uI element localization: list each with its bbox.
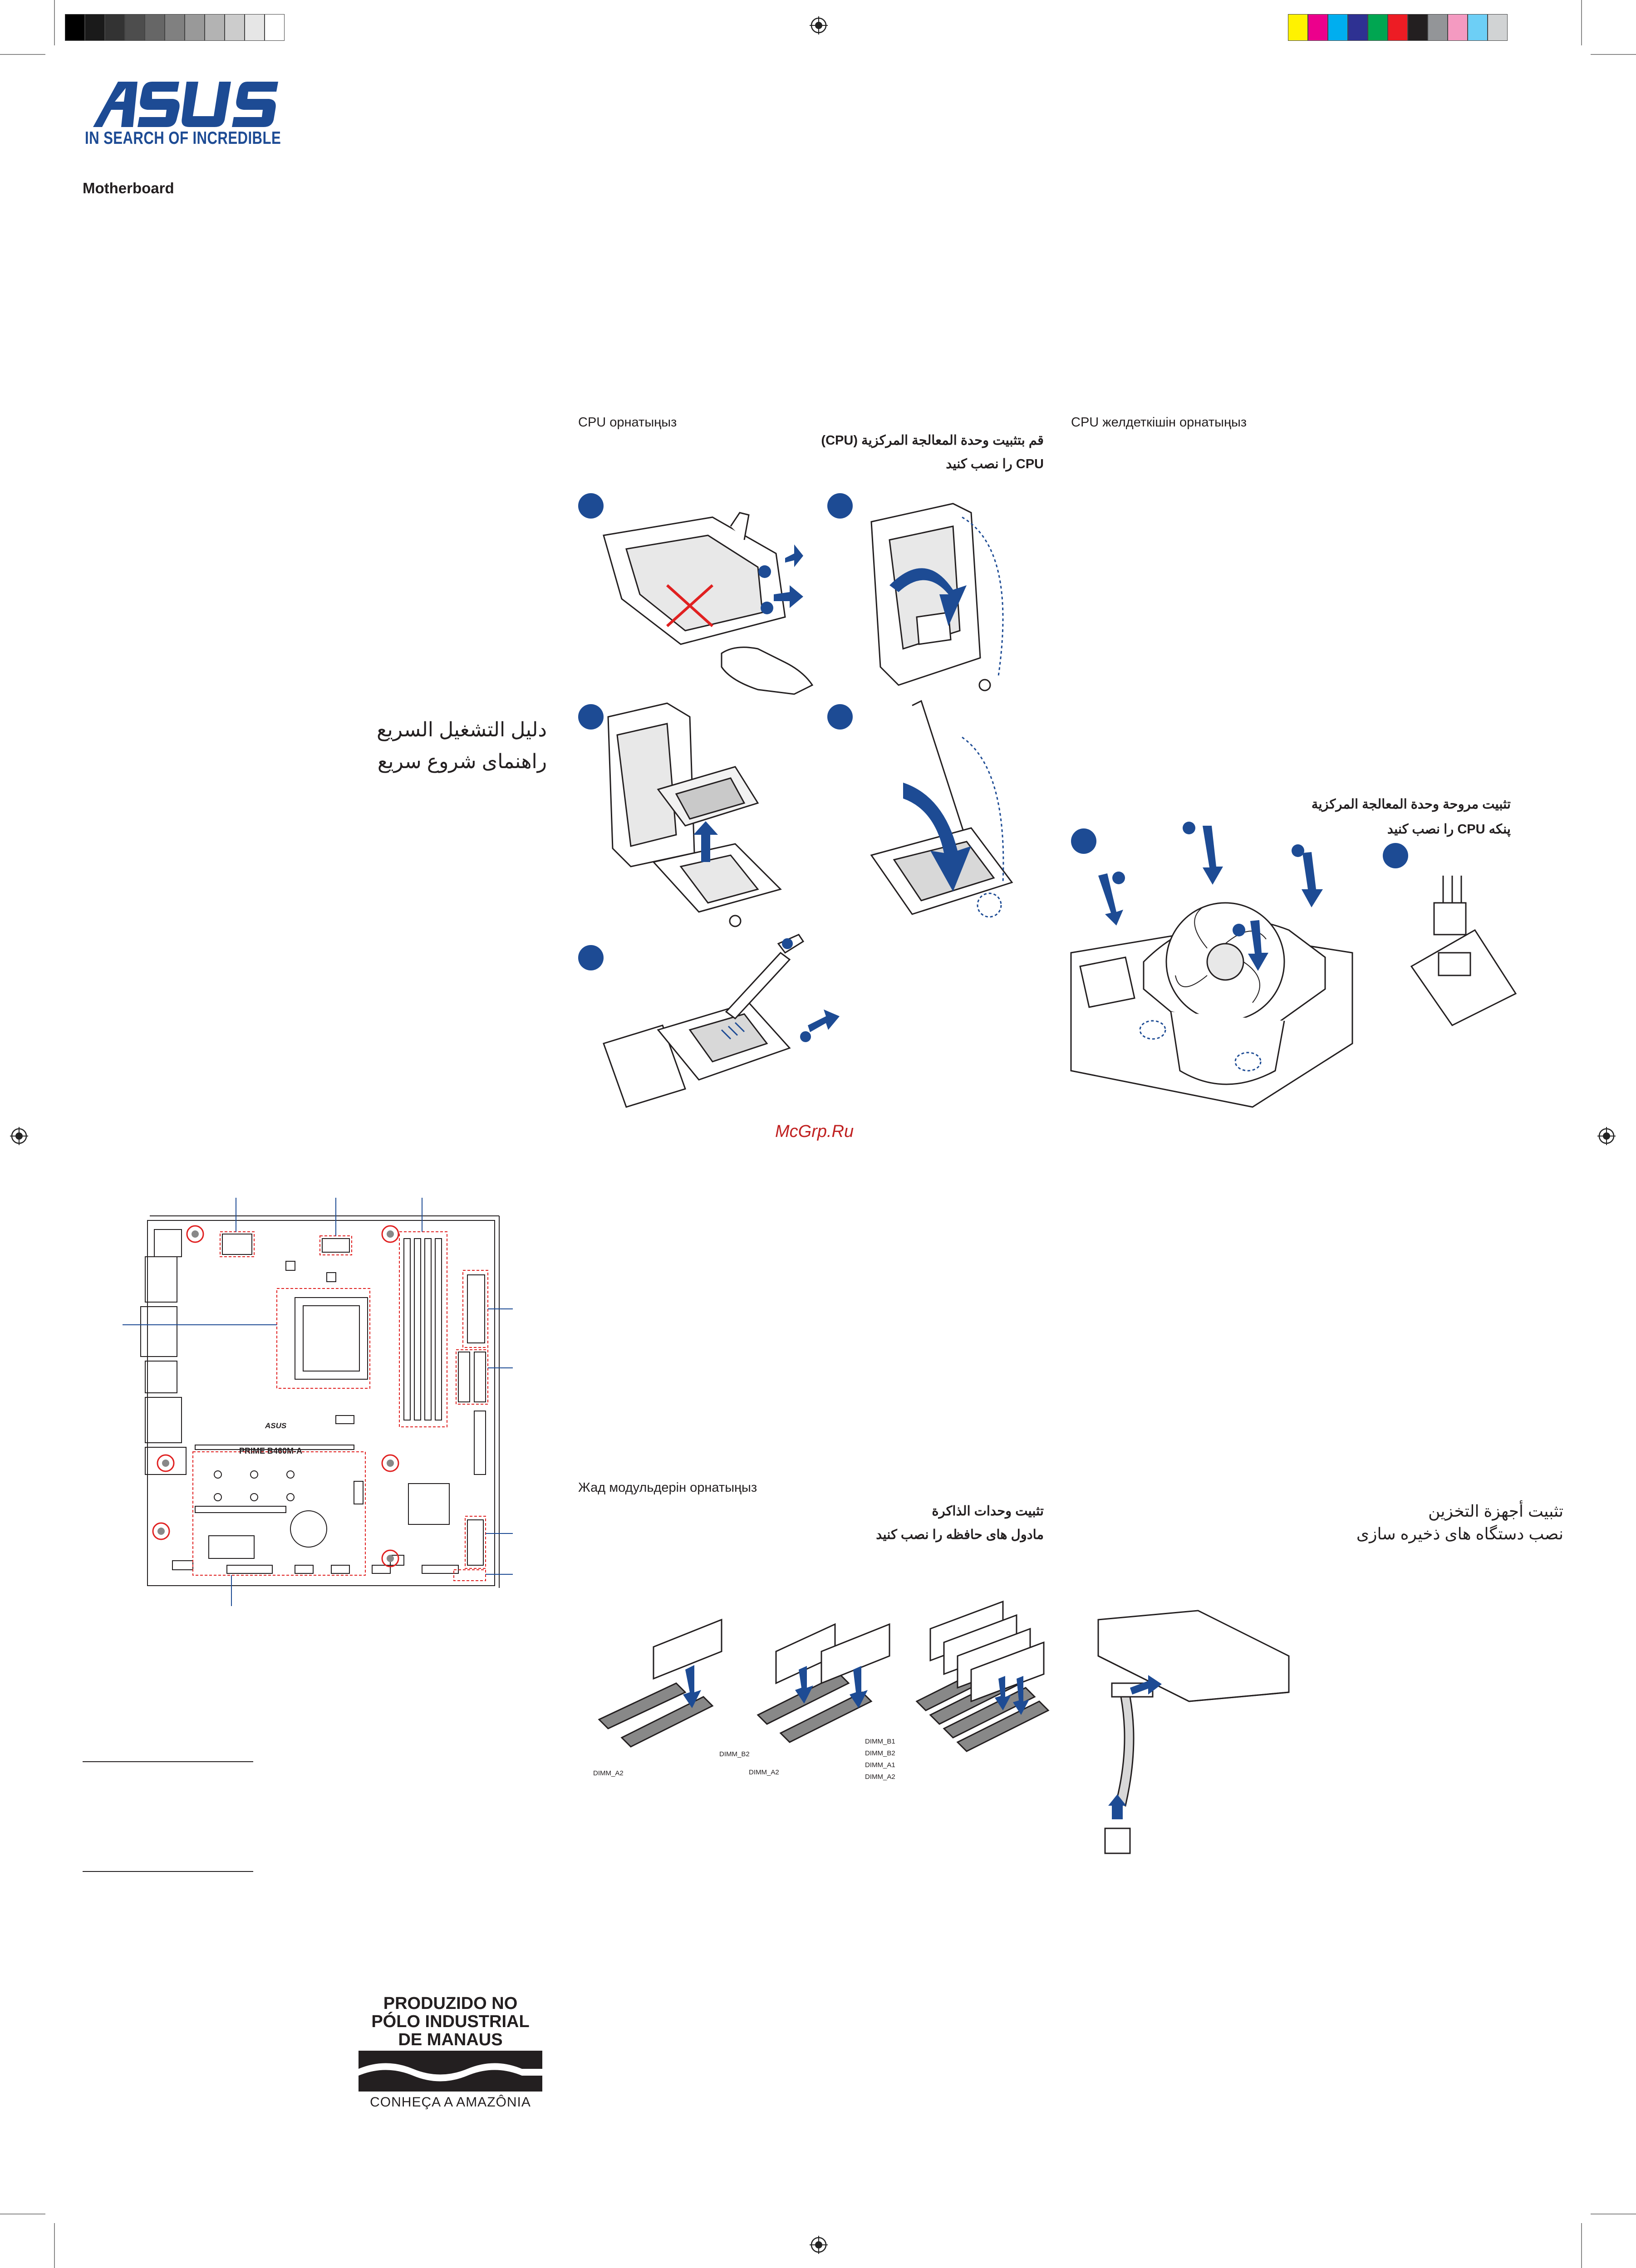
cooler-section-persian: پنکه CPU را نصب كنيد <box>1387 822 1511 837</box>
memory-section-persian: مادول های حافظه را نصب كنيد <box>876 1528 1044 1542</box>
registration-mark-bottom <box>810 2236 828 2254</box>
title-persian: راهنمای شروع سریع <box>377 750 547 773</box>
cooler-step-2-illustration <box>1410 876 1517 1026</box>
cpu-step-5-marker <box>578 945 604 970</box>
dimm-label-dual-a2: DIMM_A2 <box>749 1768 779 1776</box>
cpu-step-2-illustration <box>870 503 1004 691</box>
cpu-step-1-illustration <box>603 512 814 695</box>
manaus-seal-line3: DE MANAUS <box>398 2030 503 2049</box>
note-line-1 <box>83 1761 253 1762</box>
color-swatch <box>1388 14 1408 41</box>
cooler-step-2-marker <box>1383 843 1408 868</box>
note-line-2 <box>83 1871 253 1872</box>
cpu-step-3-illustration <box>607 702 782 927</box>
cpu-step-3-marker <box>578 704 604 730</box>
asus-logo <box>93 82 278 127</box>
watermark: McGrp.Ru <box>775 1122 854 1141</box>
dimm-label-quad-b1: DIMM_B1 <box>865 1738 895 1745</box>
dimm-label-single: DIMM_A2 <box>593 1769 624 1777</box>
color-swatch <box>1468 14 1488 41</box>
memory-quad-illustration <box>915 1600 1050 1752</box>
gray-swatch <box>205 14 225 41</box>
manaus-seal-line4: CONHEÇA A AMAZÔNIA <box>370 2095 531 2110</box>
cpu-step-1-marker <box>578 493 604 519</box>
board-model: PRIME B460M-A <box>239 1446 303 1455</box>
color-swatch <box>1328 14 1348 41</box>
color-swatch <box>1448 14 1468 41</box>
cooler-section-arabic: تثبيت مروحة وحدة المعالجة المركزية <box>1311 797 1511 812</box>
product-label: Motherboard <box>83 180 174 196</box>
gray-swatch <box>265 14 285 41</box>
color-swatch <box>1428 14 1448 41</box>
title-arabic: دليل التشغيل السريع <box>377 719 547 741</box>
dimm-label-quad-a2: DIMM_A2 <box>865 1773 895 1781</box>
dimm-label-quad-a1: DIMM_A1 <box>865 1761 895 1769</box>
dimm-label-quad-b2: DIMM_B2 <box>865 1749 895 1757</box>
motherboard-layout <box>123 1198 513 1606</box>
cpu-step-4-illustration <box>870 700 1013 918</box>
cooler-section-kazakh: CPU желдеткішін орнатыңыз <box>1071 415 1247 430</box>
gray-swatch <box>225 14 245 41</box>
gray-swatch <box>245 14 265 41</box>
gray-swatch <box>65 14 85 41</box>
gray-swatch <box>165 14 185 41</box>
cooler-step-1-illustration <box>1070 822 1353 1108</box>
manaus-seal-line1: PRODUZIDO NO <box>383 1994 518 2013</box>
board-brand: ASUS <box>265 1421 287 1430</box>
gray-swatch <box>145 14 165 41</box>
gray-swatch <box>85 14 105 41</box>
cpu-section-arabic: قم بتثبيت وحدة المعالجة المركزية (CPU) <box>821 433 1044 448</box>
manaus-seal-banner <box>359 2051 542 2092</box>
storage-illustration <box>1097 1610 1290 1854</box>
color-swatch <box>1288 14 1308 41</box>
cpu-step-4-marker <box>827 704 853 730</box>
cpu-section-persian: CPU را نصب كنيد <box>946 457 1044 471</box>
memory-dual-illustration <box>757 1623 890 1743</box>
registration-mark-left <box>10 1127 28 1145</box>
cpu-step-2-marker <box>827 493 853 519</box>
storage-section-persian: نصب دستگاه های ذخیره سازی <box>1356 1524 1563 1543</box>
cooler-step-1-marker <box>1071 828 1096 854</box>
color-swatch <box>1488 14 1508 41</box>
cpu-step-5-illustration <box>603 934 840 1108</box>
color-swatch <box>1308 14 1328 41</box>
registration-mark-right <box>1597 1127 1616 1145</box>
memory-section-arabic: تثبيت وحدات الذاكرة <box>932 1504 1044 1519</box>
color-swatch <box>1348 14 1368 41</box>
memory-single-illustration <box>598 1618 722 1748</box>
color-swatch <box>1408 14 1428 41</box>
cpu-section-kazakh: CPU орнатыңыз <box>578 415 677 430</box>
gray-swatch <box>105 14 125 41</box>
memory-section-kazakh: Жад модульдерін орнатыңыз <box>578 1480 757 1495</box>
gray-swatch <box>185 14 205 41</box>
color-swatch <box>1368 14 1388 41</box>
registration-mark-top <box>810 16 828 34</box>
dimm-label-dual-b2: DIMM_B2 <box>719 1750 750 1758</box>
manaus-seal-line2: PÓLO INDUSTRIAL <box>371 2012 530 2031</box>
storage-section-arabic: تثبيت أجهزة التخزين <box>1428 1502 1563 1520</box>
gray-swatch <box>125 14 145 41</box>
brand-tagline: IN SEARCH OF INCREDIBLE <box>85 128 281 148</box>
